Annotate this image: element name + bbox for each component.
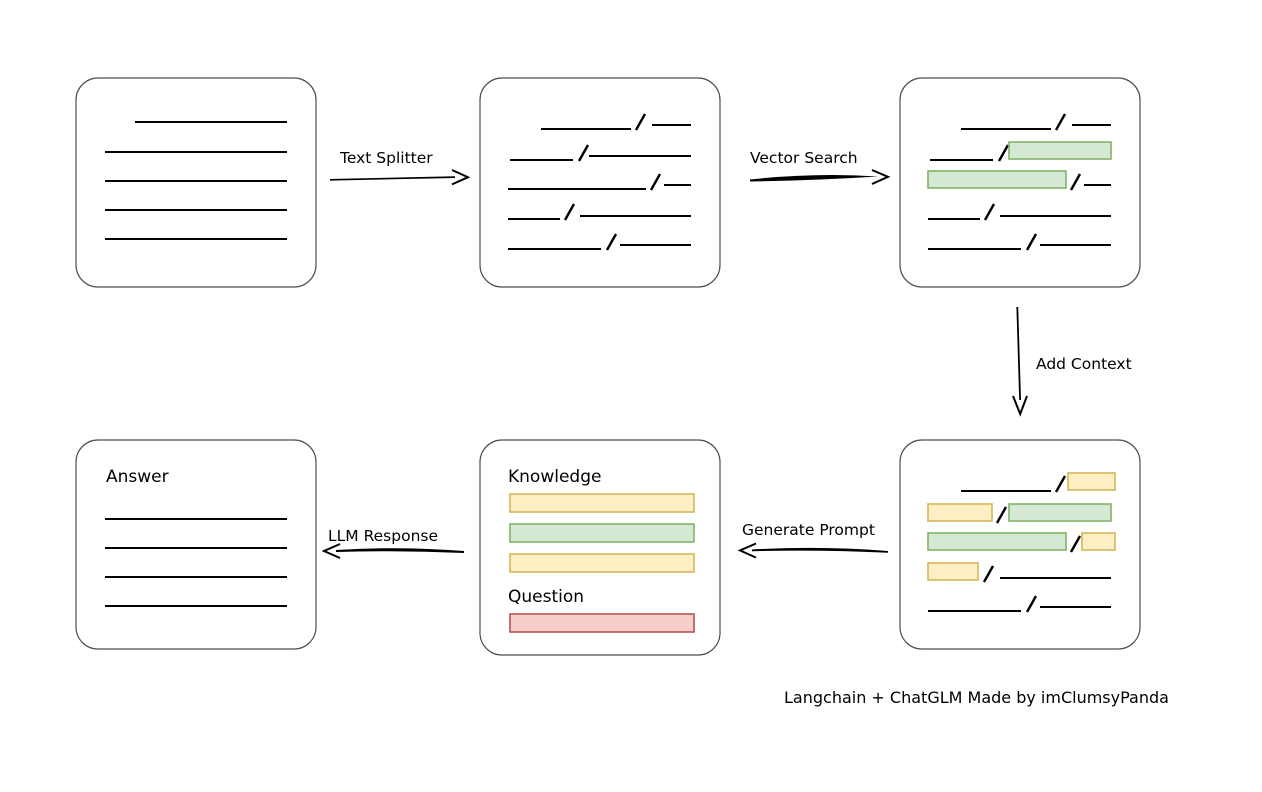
prompt-bar-knowledge-2 [509,523,695,543]
edge-generate-prompt[interactable]: Generate Prompt [737,521,888,559]
edge-llm-response-label: LLM Response [328,527,438,545]
box-split-chunks[interactable] [479,77,721,288]
box-answer[interactable]: Answer [75,439,317,650]
edge-generate-prompt-line [752,547,888,553]
prompt-heading-knowledge: Knowledge [508,467,601,487]
prompt-bar-question [509,613,695,633]
edge-add-context-line [1016,307,1021,400]
chip-yellow-row4 [927,562,979,581]
chip-green-row3b [927,532,1067,551]
edge-text-splitter-arrowhead [451,169,471,186]
chip-green-row2b [1008,503,1112,522]
chip-yellow-row3 [1081,532,1116,551]
edge-vector-search[interactable]: Vector Search [750,149,891,185]
box-source-document-frame [75,77,317,288]
edge-vector-search-label: Vector Search [750,149,858,167]
edge-add-context-label: Add Context [1036,355,1132,373]
edge-vector-search-line [750,175,878,182]
box-source-document[interactable] [75,77,317,288]
edge-generate-prompt-arrowhead [737,542,757,559]
footer-credit: Langchain + ChatGLM Made by imClumsyPand… [784,688,1169,707]
edge-llm-response-arrowhead [321,543,341,559]
edge-add-context[interactable]: Add Context [1012,307,1132,417]
prompt-bar-knowledge-1 [509,493,695,513]
box-answer-frame [75,439,317,650]
box-split-chunks-frame [479,77,721,288]
chip-yellow-row1 [1067,472,1116,491]
edge-llm-response-line [336,548,464,553]
edge-text-splitter-label: Text Splitter [339,149,433,167]
edge-vector-search-arrowhead [871,169,891,185]
chip-green-row3 [927,170,1067,189]
answer-heading: Answer [106,467,169,487]
box-split-chunks-rows [508,113,691,251]
box-source-document-lines [105,120,287,241]
edge-llm-response[interactable]: LLM Response [321,527,464,559]
chip-green-row2 [1008,141,1112,160]
chip-yellow-row2 [927,503,993,522]
prompt-bar-knowledge-3 [509,553,695,573]
edge-add-context-arrowhead [1012,395,1028,417]
prompt-heading-question: Question [508,587,584,607]
edge-text-splitter[interactable]: Text Splitter [330,149,471,186]
box-answer-lines [105,517,287,608]
edge-text-splitter-line [330,176,455,181]
box-context-chunks[interactable] [899,439,1141,650]
box-vector-matches[interactable] [899,77,1141,288]
box-prompt[interactable]: Knowledge Question [479,439,721,656]
box-vector-matches-rows [927,113,1112,251]
box-context-chunks-rows [927,472,1116,613]
edge-generate-prompt-label: Generate Prompt [742,521,875,539]
